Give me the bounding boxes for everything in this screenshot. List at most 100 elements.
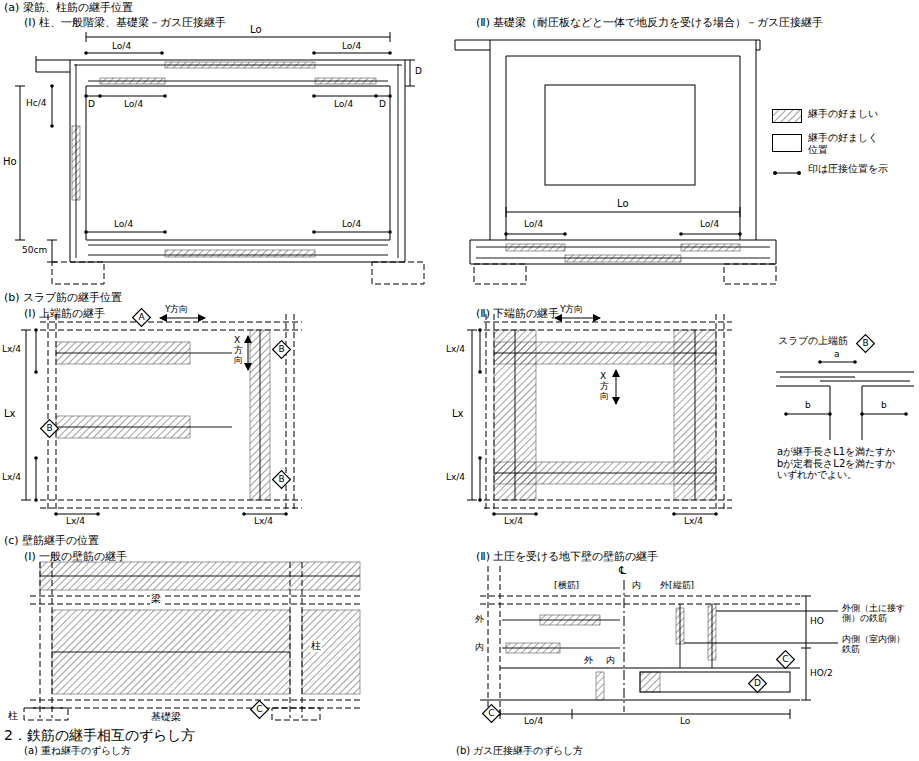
part-label: 梁: [150, 593, 162, 605]
frame-elevation-part: [70, 60, 405, 262]
section-heading: (Ⅱ) 土圧を受ける地下壁の壁筋の継手: [476, 551, 659, 564]
marker-diamond: B: [272, 470, 291, 489]
dimension-label: Lx/4: [254, 516, 273, 526]
frame-elevation-part: [36, 56, 70, 72]
dimension-label: Lo/4: [524, 219, 543, 229]
dimension-label: b: [881, 400, 887, 410]
marker-letter: B: [856, 334, 875, 348]
dimension-label: D: [379, 99, 386, 109]
foundation-elevation-part: [545, 85, 695, 185]
section-heading: (a) 梁筋、柱筋の継手位置: [4, 2, 133, 15]
legend-text: 印は圧接位置を示: [808, 163, 888, 175]
dimension-label: Lx: [4, 408, 16, 420]
frame-elevation: [20, 37, 424, 284]
weld-dot: [797, 171, 801, 175]
part-label: [横筋]: [554, 580, 579, 590]
frame-elevation-part: [52, 240, 53, 262]
part-label: 外: [584, 655, 593, 665]
wall-elevation-part: [302, 610, 360, 694]
basement-wall-elevation-part: [640, 672, 660, 692]
slab-plan-top-part: [40, 314, 302, 512]
marker-letter: A: [132, 308, 151, 322]
section-heading: (Ⅰ) 上端筋の継手: [24, 308, 105, 321]
marker-diamond: C: [250, 700, 269, 719]
basement-wall-elevation-part: [480, 566, 800, 718]
dimension-label: 50cm: [22, 245, 47, 255]
part-label: 内: [632, 580, 641, 590]
slab-plan-top-part: [56, 514, 286, 515]
marker-diamond: B: [40, 419, 59, 438]
line-sample-line: [775, 173, 799, 174]
slab-section-part: [820, 362, 855, 363]
slab-section-part: [780, 377, 855, 378]
foundation-elevation-part: [455, 40, 760, 240]
part-label: X方向: [600, 372, 609, 402]
dimension-label: Lo: [617, 198, 629, 210]
marker-diamond: B: [272, 340, 291, 359]
marker-letter: C: [482, 704, 501, 718]
dimension-label: Lo: [250, 24, 262, 36]
legend-swatch: [772, 164, 802, 176]
dimension-label: Lx/4: [684, 516, 703, 526]
basement-wall-elevation-part: [640, 672, 790, 692]
slab-section-part: [776, 372, 914, 440]
wall-elevation-part: [30, 562, 360, 718]
dimension-label: HO/2: [810, 668, 833, 678]
dimension-label: Lo: [680, 716, 690, 726]
part-label: 柱: [8, 710, 18, 722]
dimension-label: Lo/4: [342, 219, 361, 229]
slab-plan-top-part: [56, 330, 260, 500]
dimension-label: Lo/4: [700, 219, 719, 229]
dimension-label: D: [415, 66, 422, 76]
part-label: Y方向: [560, 304, 584, 314]
dimension-label: D: [88, 99, 95, 109]
diamond-shape: [777, 651, 795, 669]
basement-wall-elevation-part: [480, 668, 800, 700]
frame-elevation-part: [52, 262, 104, 284]
dimension-label: Lx/4: [446, 344, 465, 354]
dimension-label: a: [834, 349, 840, 359]
wall-elevation: [24, 562, 360, 720]
basement-wall-elevation-part: [500, 714, 790, 715]
diamond-shape: [41, 420, 59, 438]
dimension-label: Lo/4: [112, 41, 131, 51]
slab-plan-bottom-part: [480, 330, 481, 500]
part-label: 内: [606, 655, 615, 665]
foundation-elevation-part: [565, 255, 681, 262]
section-heading: (a) 重ね継手のずらし方: [24, 745, 131, 757]
frame-elevation-part: [52, 86, 53, 126]
marker-diamond: C: [776, 650, 795, 669]
foundation-elevation-part: [476, 247, 770, 258]
frame-elevation-part: [86, 37, 390, 38]
dimension-label: Lo/4: [124, 99, 143, 109]
legend-swatch: [772, 134, 802, 152]
foundation-elevation-part: [506, 212, 740, 213]
wall-elevation-part: [272, 708, 320, 720]
part-label: 外[縦筋]: [660, 580, 694, 590]
basement-wall-elevation-part: [624, 580, 625, 712]
section-heading: (b) ガス圧接継手のずらし方: [456, 745, 583, 757]
foundation-elevation-part: [506, 244, 565, 251]
slab-plan-bottom-part: [555, 318, 600, 319]
line-sample: [772, 167, 802, 179]
basement-wall-elevation-part: [596, 672, 604, 700]
basement-wall-elevation: [480, 566, 838, 718]
basement-wall-elevation-part: [684, 611, 838, 643]
diamond-shape: [133, 309, 151, 327]
diamond-shape: [749, 675, 767, 693]
foundation-elevation-part: [474, 264, 526, 284]
frame-elevation-part: [86, 53, 390, 54]
section-heading: 2．鉄筋の継手相互のずらし方: [4, 727, 195, 743]
section-heading: (b) スラブ筋の継手位置: [4, 292, 122, 305]
slab-plan-bottom-part: [494, 514, 716, 515]
diamond-shape: [273, 471, 291, 489]
part-label: ℄: [619, 565, 626, 578]
dimension-label: Ho: [3, 156, 17, 168]
slab-plan-bottom-part: [616, 370, 617, 404]
frame-elevation-part: [165, 250, 315, 257]
part-label: 柱: [310, 640, 322, 652]
foundation-elevation-part: [470, 240, 776, 264]
slab-plan-top-part: [36, 330, 37, 500]
wall-elevation-part: [24, 708, 68, 720]
part-label: 内: [475, 642, 484, 652]
